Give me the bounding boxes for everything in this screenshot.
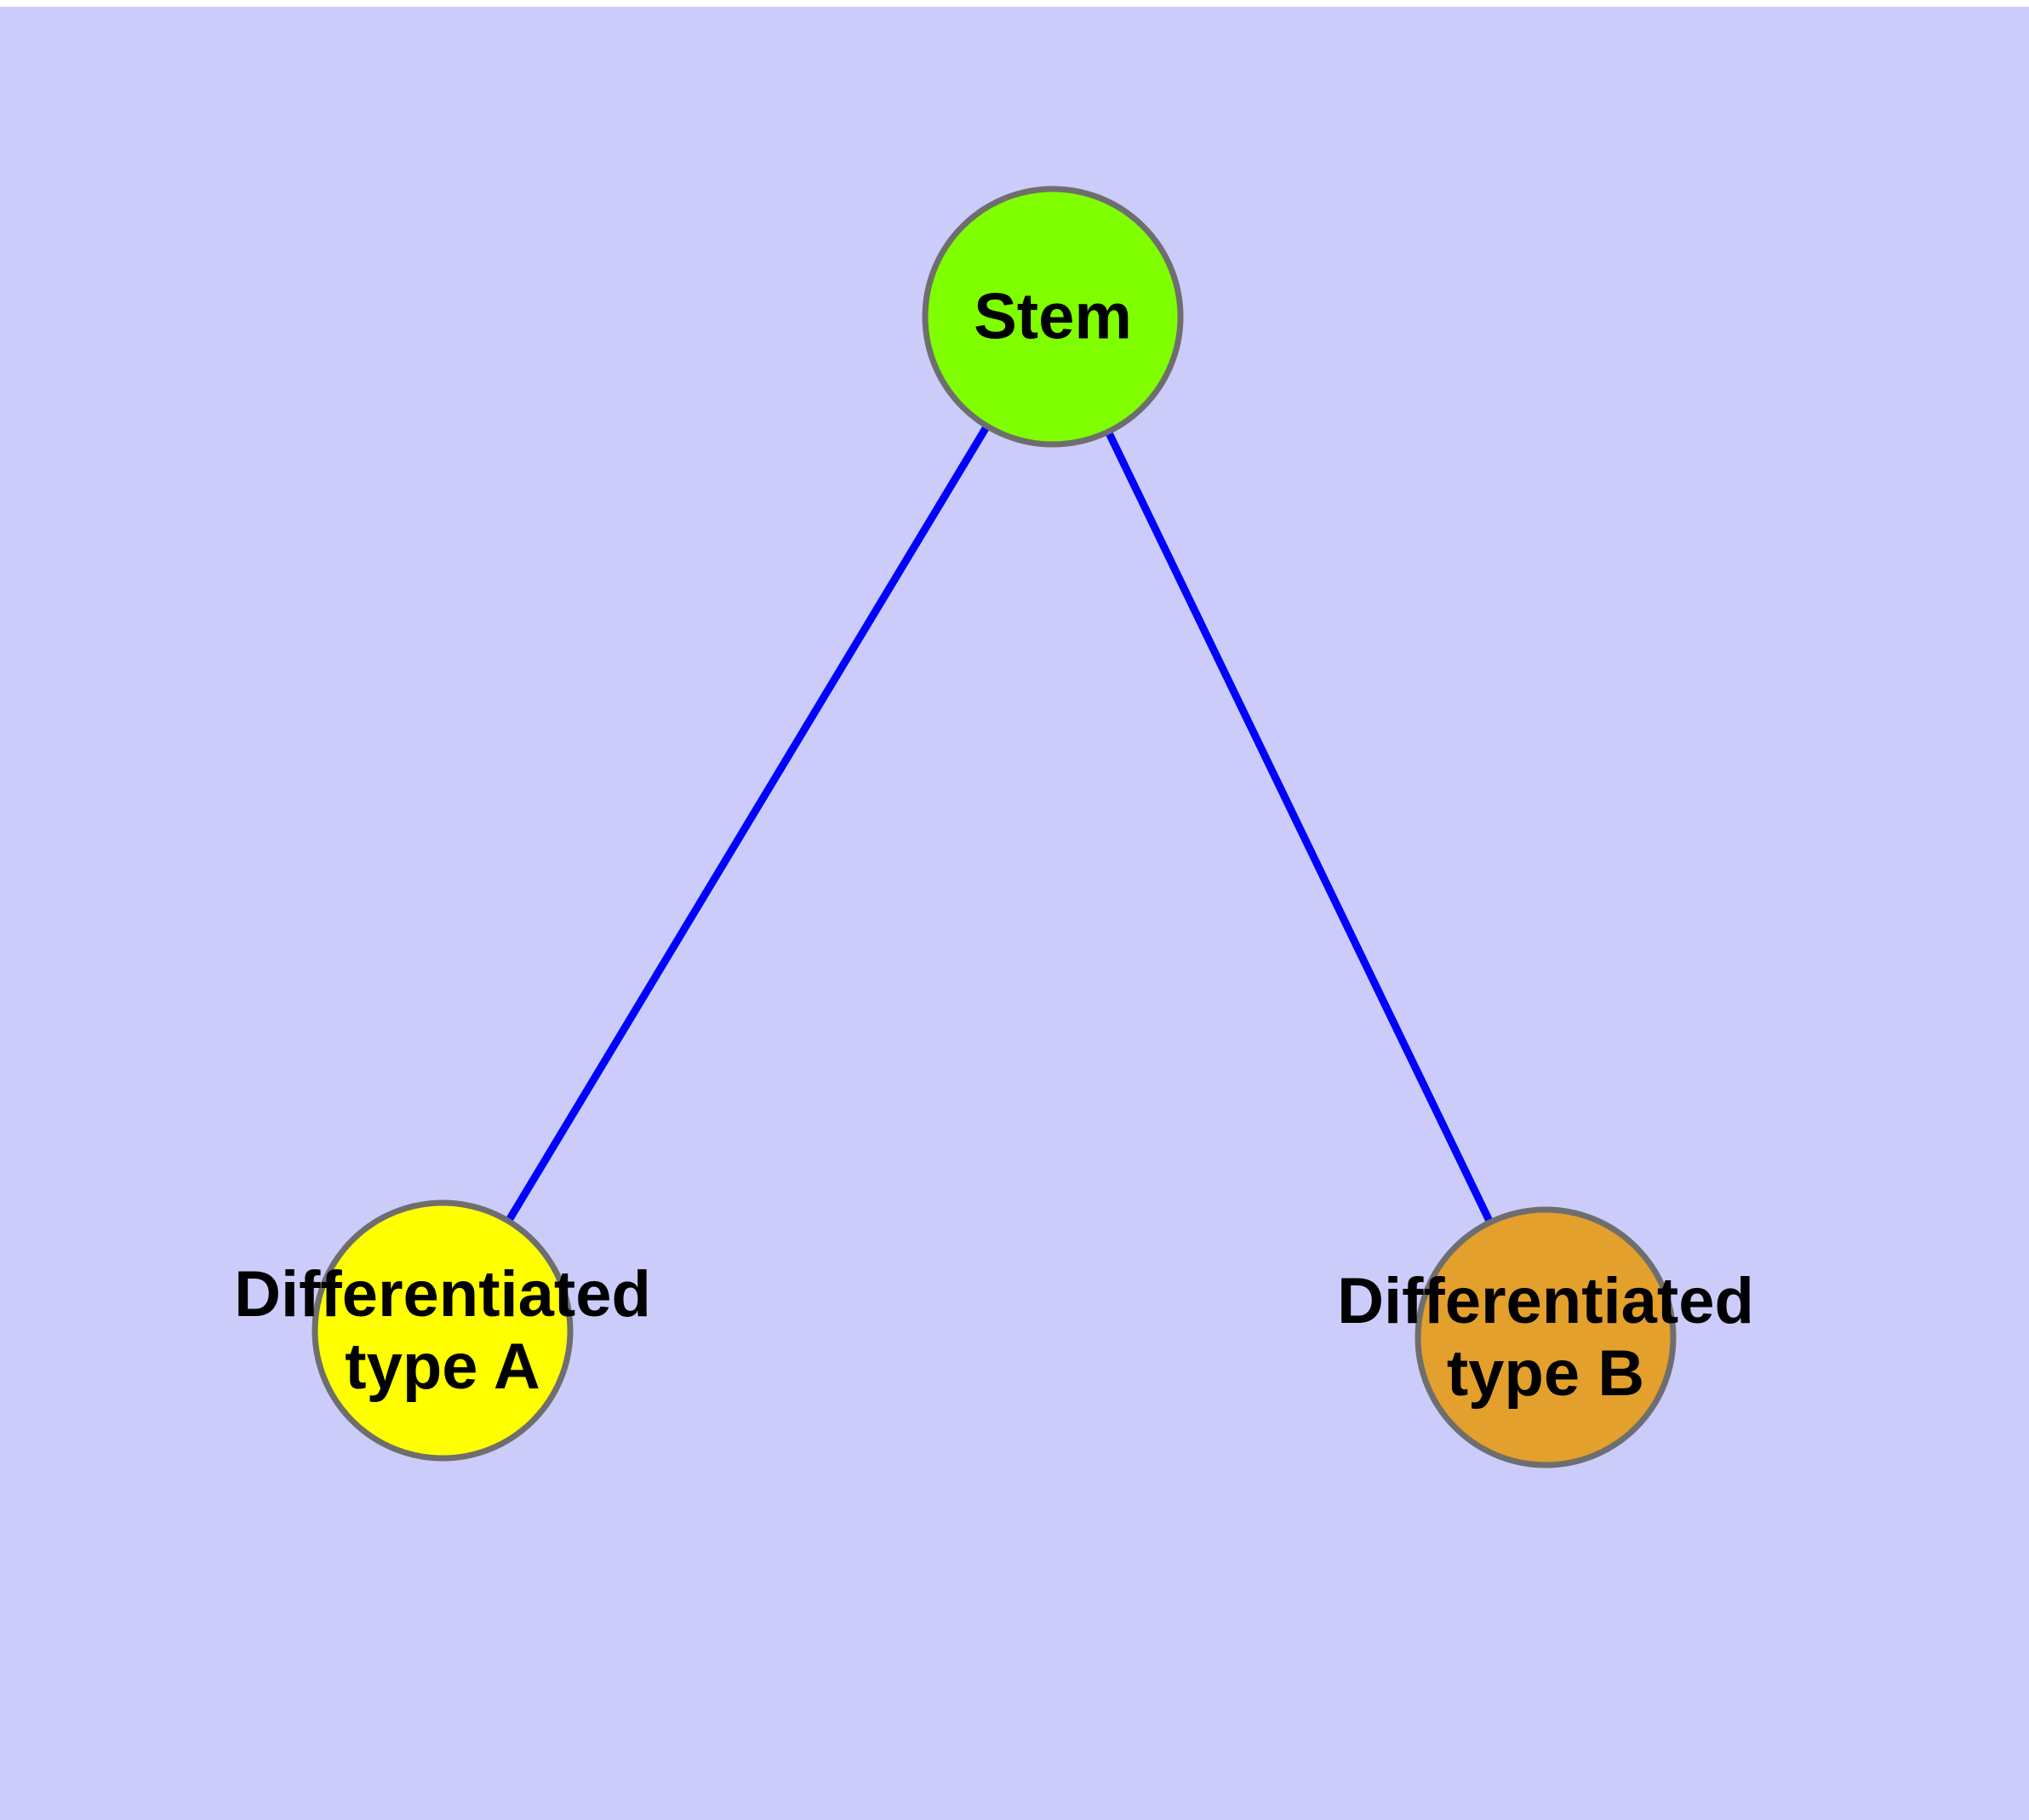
edges-layer: [439, 314, 1550, 1339]
graph-node-diff_b[interactable]: [1415, 1206, 1677, 1468]
graph-edge: [439, 314, 1056, 1333]
graph-edge: [1049, 315, 1550, 1339]
nodes-layer: [311, 186, 1677, 1468]
graph-node-stem[interactable]: [922, 186, 1184, 448]
graph-node-diff_a[interactable]: [311, 1199, 574, 1462]
